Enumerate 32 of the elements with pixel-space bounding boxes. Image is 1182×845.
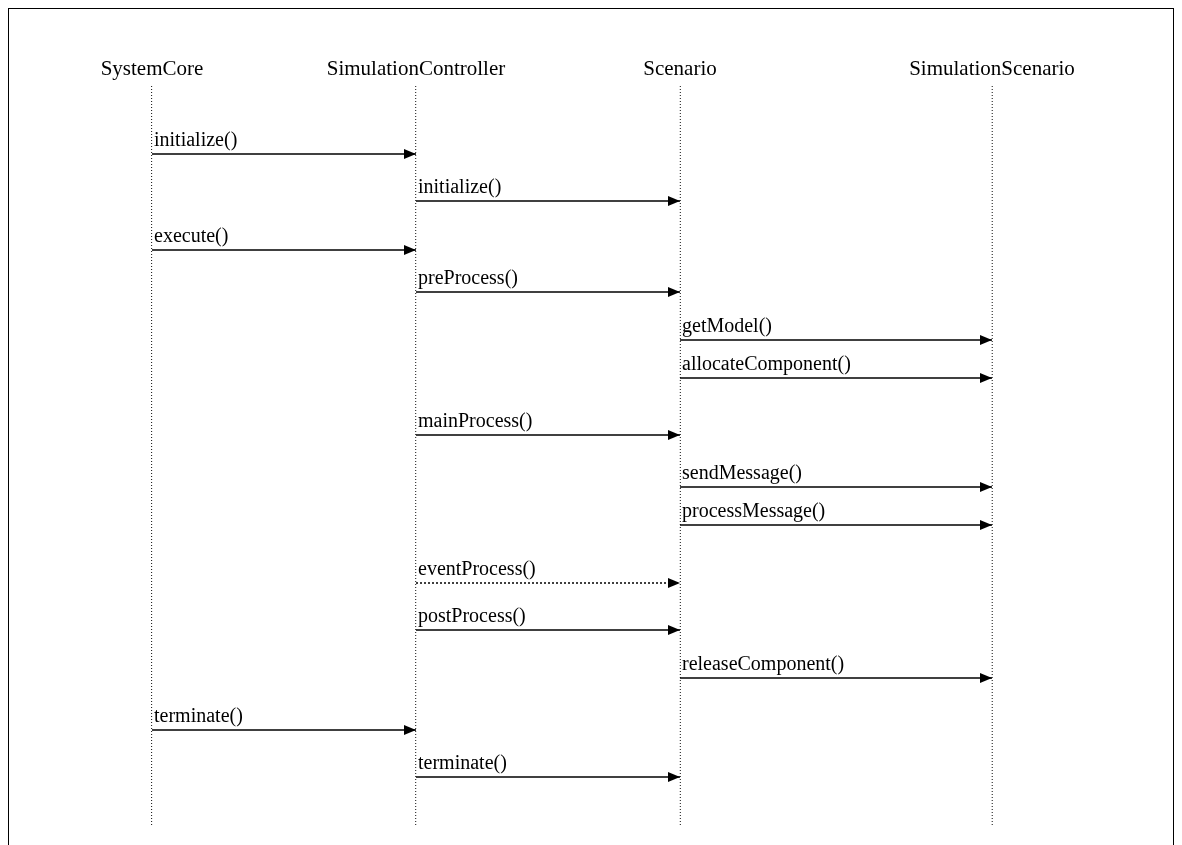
message-arrow xyxy=(679,373,993,383)
message-label: mainProcess() xyxy=(418,408,533,432)
message-arrow xyxy=(415,430,681,440)
message-label: releaseComponent() xyxy=(682,651,845,675)
message-arrow xyxy=(415,625,681,635)
message-label: processMessage() xyxy=(682,498,826,522)
message-label: allocateComponent() xyxy=(682,351,851,375)
message-label: execute() xyxy=(154,223,229,247)
participant-label: SimulationController xyxy=(326,55,506,81)
participant-label: SystemCore xyxy=(100,55,204,81)
message-arrow xyxy=(415,287,681,297)
message-label: initialize() xyxy=(418,174,502,198)
message-arrow xyxy=(151,245,417,255)
message-arrow xyxy=(415,772,681,782)
participant-label: SimulationScenario xyxy=(909,55,1075,81)
message-arrow xyxy=(151,149,417,159)
message-label: postProcess() xyxy=(418,603,526,627)
message-arrow xyxy=(679,520,993,530)
message-arrow xyxy=(151,725,417,735)
message-arrow xyxy=(415,196,681,206)
message-label: eventProcess() xyxy=(418,556,536,580)
message-arrow xyxy=(415,578,681,588)
message-label: terminate() xyxy=(154,703,243,727)
message-arrow xyxy=(679,482,993,492)
message-label: getModel() xyxy=(682,313,772,337)
message-arrow xyxy=(679,335,993,345)
message-label: preProcess() xyxy=(418,265,518,289)
message-label: sendMessage() xyxy=(682,460,802,484)
message-label: initialize() xyxy=(154,127,238,151)
message-arrow xyxy=(679,673,993,683)
message-label: terminate() xyxy=(418,750,507,774)
participant-label: Scenario xyxy=(643,55,717,81)
